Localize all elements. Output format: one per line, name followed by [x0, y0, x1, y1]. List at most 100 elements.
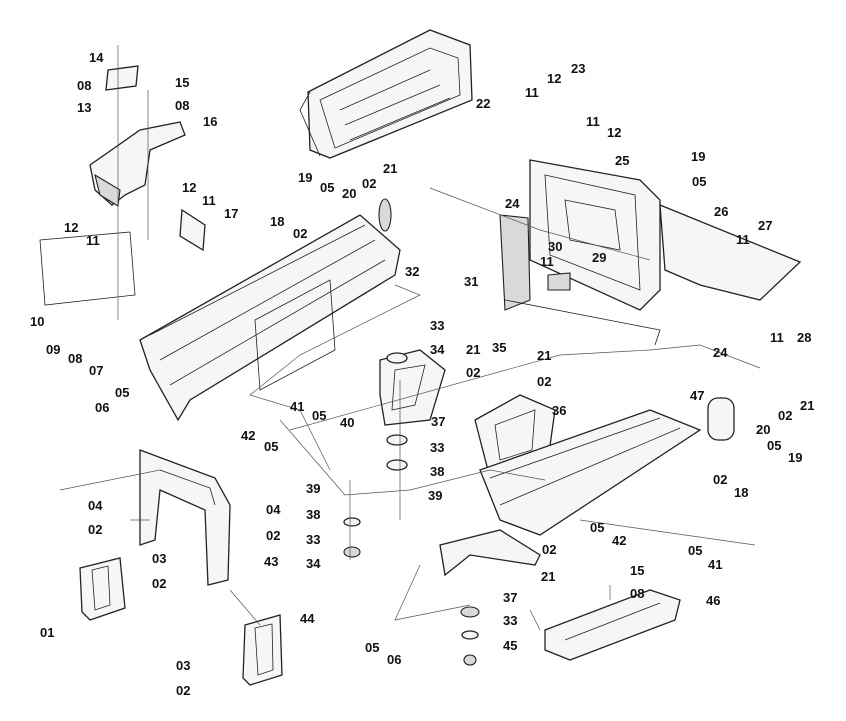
callout-label: 19 — [298, 170, 312, 185]
callout-label: 30 — [548, 239, 562, 254]
callout-label: 21 — [383, 161, 397, 176]
callout-label: 21 — [466, 342, 480, 357]
callout-label: 40 — [340, 415, 354, 430]
callout-label: 43 — [264, 554, 278, 569]
callout-label: 34 — [306, 556, 321, 571]
lower-left-frame — [139, 449, 231, 586]
callout-label: 05 — [692, 174, 706, 189]
callout-label: 06 — [95, 400, 109, 415]
callout-label: 12 — [182, 180, 196, 195]
callout-label: 37 — [503, 590, 517, 605]
callout-label: 05 — [264, 439, 278, 454]
callout-label: 39 — [306, 481, 320, 496]
bracket-44 — [242, 614, 283, 686]
callout-label: 24 — [505, 196, 520, 211]
callout-label: 31 — [464, 274, 478, 289]
callout-label: 32 — [405, 264, 419, 279]
callout-label: 19 — [691, 149, 705, 164]
callout-label: 29 — [592, 250, 606, 265]
callout-label: 25 — [615, 153, 629, 168]
callout-label: 47 — [690, 388, 704, 403]
callout-label: 02 — [266, 528, 280, 543]
callout-label: 18 — [270, 214, 284, 229]
callout-label: 05 — [590, 520, 604, 535]
callout-label: 05 — [688, 543, 702, 558]
callout-label: 20 — [342, 186, 356, 201]
callout-label: 04 — [266, 502, 281, 517]
callout-label: 19 — [788, 450, 802, 465]
callout-label: 46 — [706, 593, 720, 608]
callout-label: 02 — [152, 576, 166, 591]
washer-stack — [343, 198, 480, 666]
lower-right-beam — [439, 409, 702, 577]
callout-label: 05 — [312, 408, 326, 423]
callout-label: 20 — [756, 422, 770, 437]
rear-guard-frame — [299, 29, 473, 159]
callout-label: 11 — [525, 85, 539, 100]
callout-label: 22 — [476, 96, 490, 111]
callout-label: 26 — [714, 204, 728, 219]
assembly-lines — [59, 45, 761, 631]
callout-label: 08 — [77, 78, 91, 93]
callout-label: 05 — [320, 180, 334, 195]
callout-label: 18 — [734, 485, 748, 500]
callout-label: 08 — [175, 98, 189, 113]
callout-label: 41 — [290, 399, 304, 414]
callout-labels: 14 08 13 15 08 16 23 12 11 22 11 12 25 1… — [30, 50, 814, 698]
callout-label: 05 — [365, 640, 379, 655]
callout-label: 33 — [430, 440, 444, 455]
bracket-01 — [79, 557, 126, 621]
callout-label: 06 — [387, 652, 401, 667]
link-ring — [707, 397, 735, 441]
callout-label: 02 — [176, 683, 190, 698]
callout-label: 02 — [537, 374, 551, 389]
callout-label: 02 — [713, 472, 727, 487]
callout-label: 05 — [767, 438, 781, 453]
callout-label: 11 — [202, 193, 216, 208]
callout-label: 33 — [503, 613, 517, 628]
center-mount — [379, 349, 446, 426]
callout-label: 33 — [430, 318, 444, 333]
callout-label: 21 — [541, 569, 555, 584]
callout-label: 05 — [115, 385, 129, 400]
callout-label: 21 — [537, 348, 551, 363]
callout-label: 02 — [88, 522, 102, 537]
callout-label: 41 — [708, 557, 722, 572]
callout-label: 15 — [175, 75, 189, 90]
callout-label: 09 — [46, 342, 60, 357]
callout-label: 45 — [503, 638, 517, 653]
upper-left-bracket — [89, 65, 186, 207]
callout-label: 14 — [89, 50, 104, 65]
main-chassis-beam — [39, 208, 401, 422]
callout-label: 11 — [540, 254, 554, 269]
callout-label: 02 — [466, 365, 480, 380]
callout-label: 08 — [68, 351, 82, 366]
callout-label: 13 — [77, 100, 91, 115]
callout-label: 38 — [306, 507, 320, 522]
callout-label: 11 — [736, 232, 750, 247]
upper-right-frame — [499, 159, 802, 346]
callout-label: 16 — [203, 114, 217, 129]
callout-label: 33 — [306, 532, 320, 547]
part-46 — [544, 589, 681, 661]
callout-label: 28 — [797, 330, 811, 345]
callout-label: 23 — [571, 61, 585, 76]
callout-label: 02 — [293, 226, 307, 241]
callout-label: 42 — [241, 428, 255, 443]
callout-label: 15 — [630, 563, 644, 578]
callout-label: 02 — [542, 542, 556, 557]
callout-label: 21 — [800, 398, 814, 413]
callout-label: 39 — [428, 488, 442, 503]
callout-label: 02 — [778, 408, 792, 423]
callout-label: 36 — [552, 403, 566, 418]
callout-label: 17 — [224, 206, 238, 221]
callout-label: 11 — [586, 114, 600, 129]
callout-label: 02 — [362, 176, 376, 191]
callout-label: 04 — [88, 498, 103, 513]
callout-label: 03 — [176, 658, 190, 673]
callout-label: 12 — [547, 71, 561, 86]
callout-label: 37 — [431, 414, 445, 429]
callout-label: 08 — [630, 586, 644, 601]
callout-label: 34 — [430, 342, 445, 357]
